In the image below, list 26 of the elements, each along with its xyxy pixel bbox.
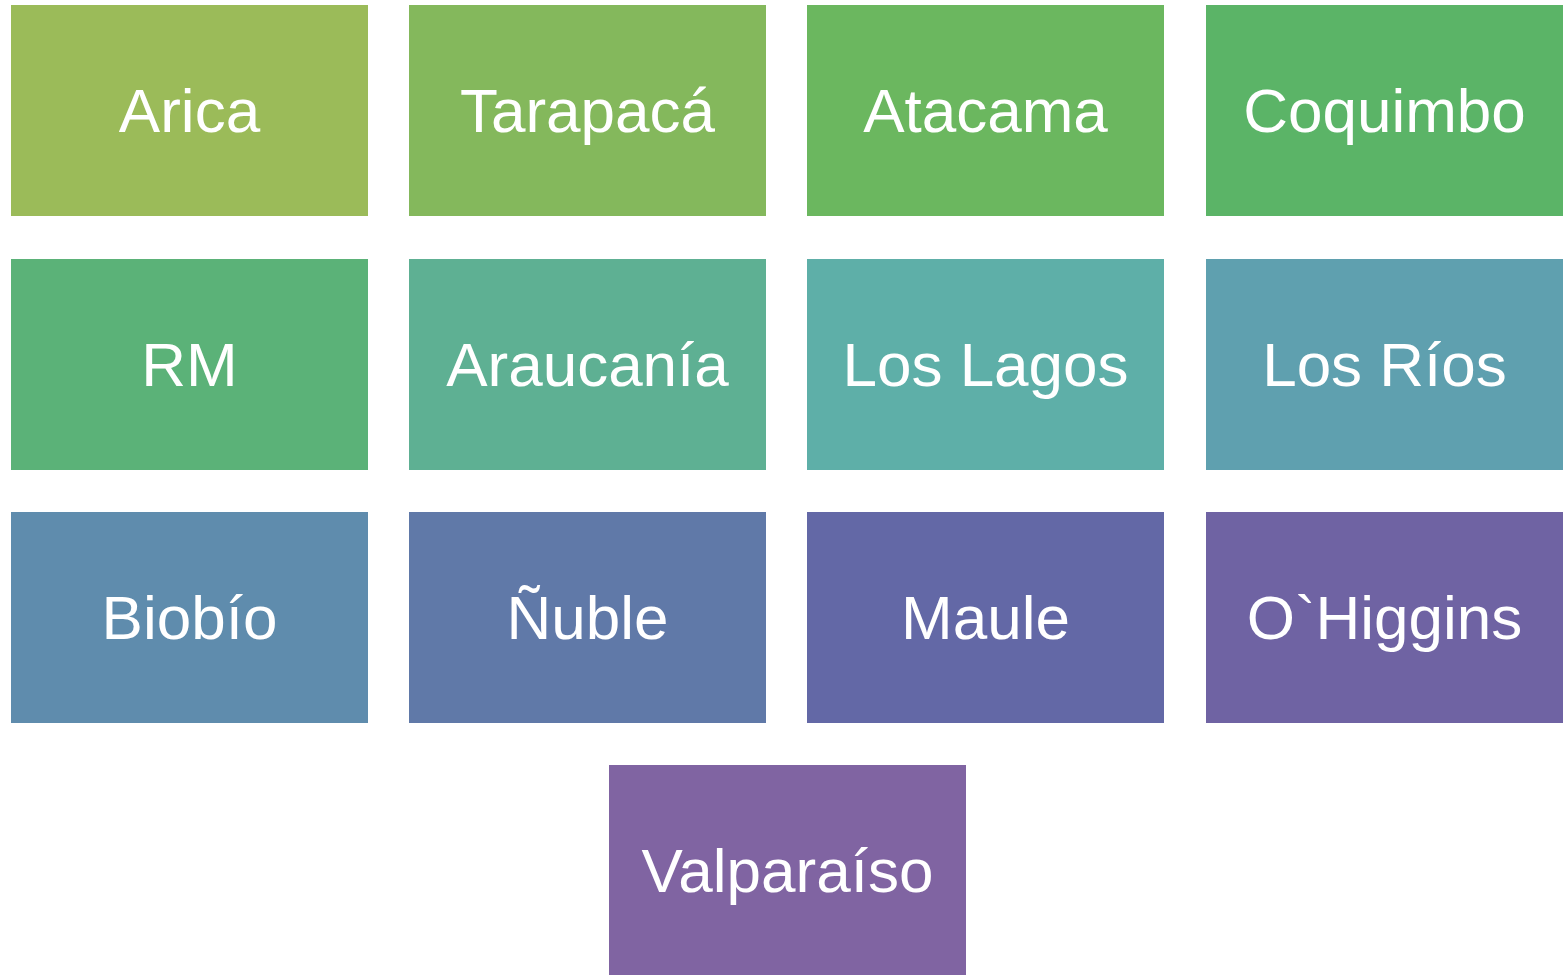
region-box <box>409 259 766 470</box>
region-box <box>807 512 1164 723</box>
region-name: Atacama <box>863 75 1108 146</box>
region-name: Maule <box>901 582 1070 653</box>
region-box <box>807 5 1164 216</box>
region-box <box>1206 512 1563 723</box>
region-box <box>11 5 368 216</box>
region-box <box>609 765 966 975</box>
region-box <box>11 259 368 470</box>
region-name: O`Higgins <box>1246 582 1523 653</box>
region-name: Los Lagos <box>842 329 1129 400</box>
region-box <box>807 259 1164 470</box>
region-name: Arica <box>118 75 261 146</box>
region-box <box>11 512 368 723</box>
region-box <box>409 512 766 723</box>
region-name: Araucanía <box>446 329 729 400</box>
region-name: Valparaíso <box>641 835 934 906</box>
region-box <box>409 5 766 216</box>
region-name: RM <box>141 329 238 400</box>
region-name: Coquimbo <box>1243 75 1526 146</box>
region-box <box>1206 5 1563 216</box>
region-name: Los Ríos <box>1262 329 1507 400</box>
region-name: Biobío <box>101 582 278 653</box>
region-box <box>1206 259 1563 470</box>
region-name: Ñuble <box>506 582 669 653</box>
region-name: Tarapacá <box>459 75 716 146</box>
